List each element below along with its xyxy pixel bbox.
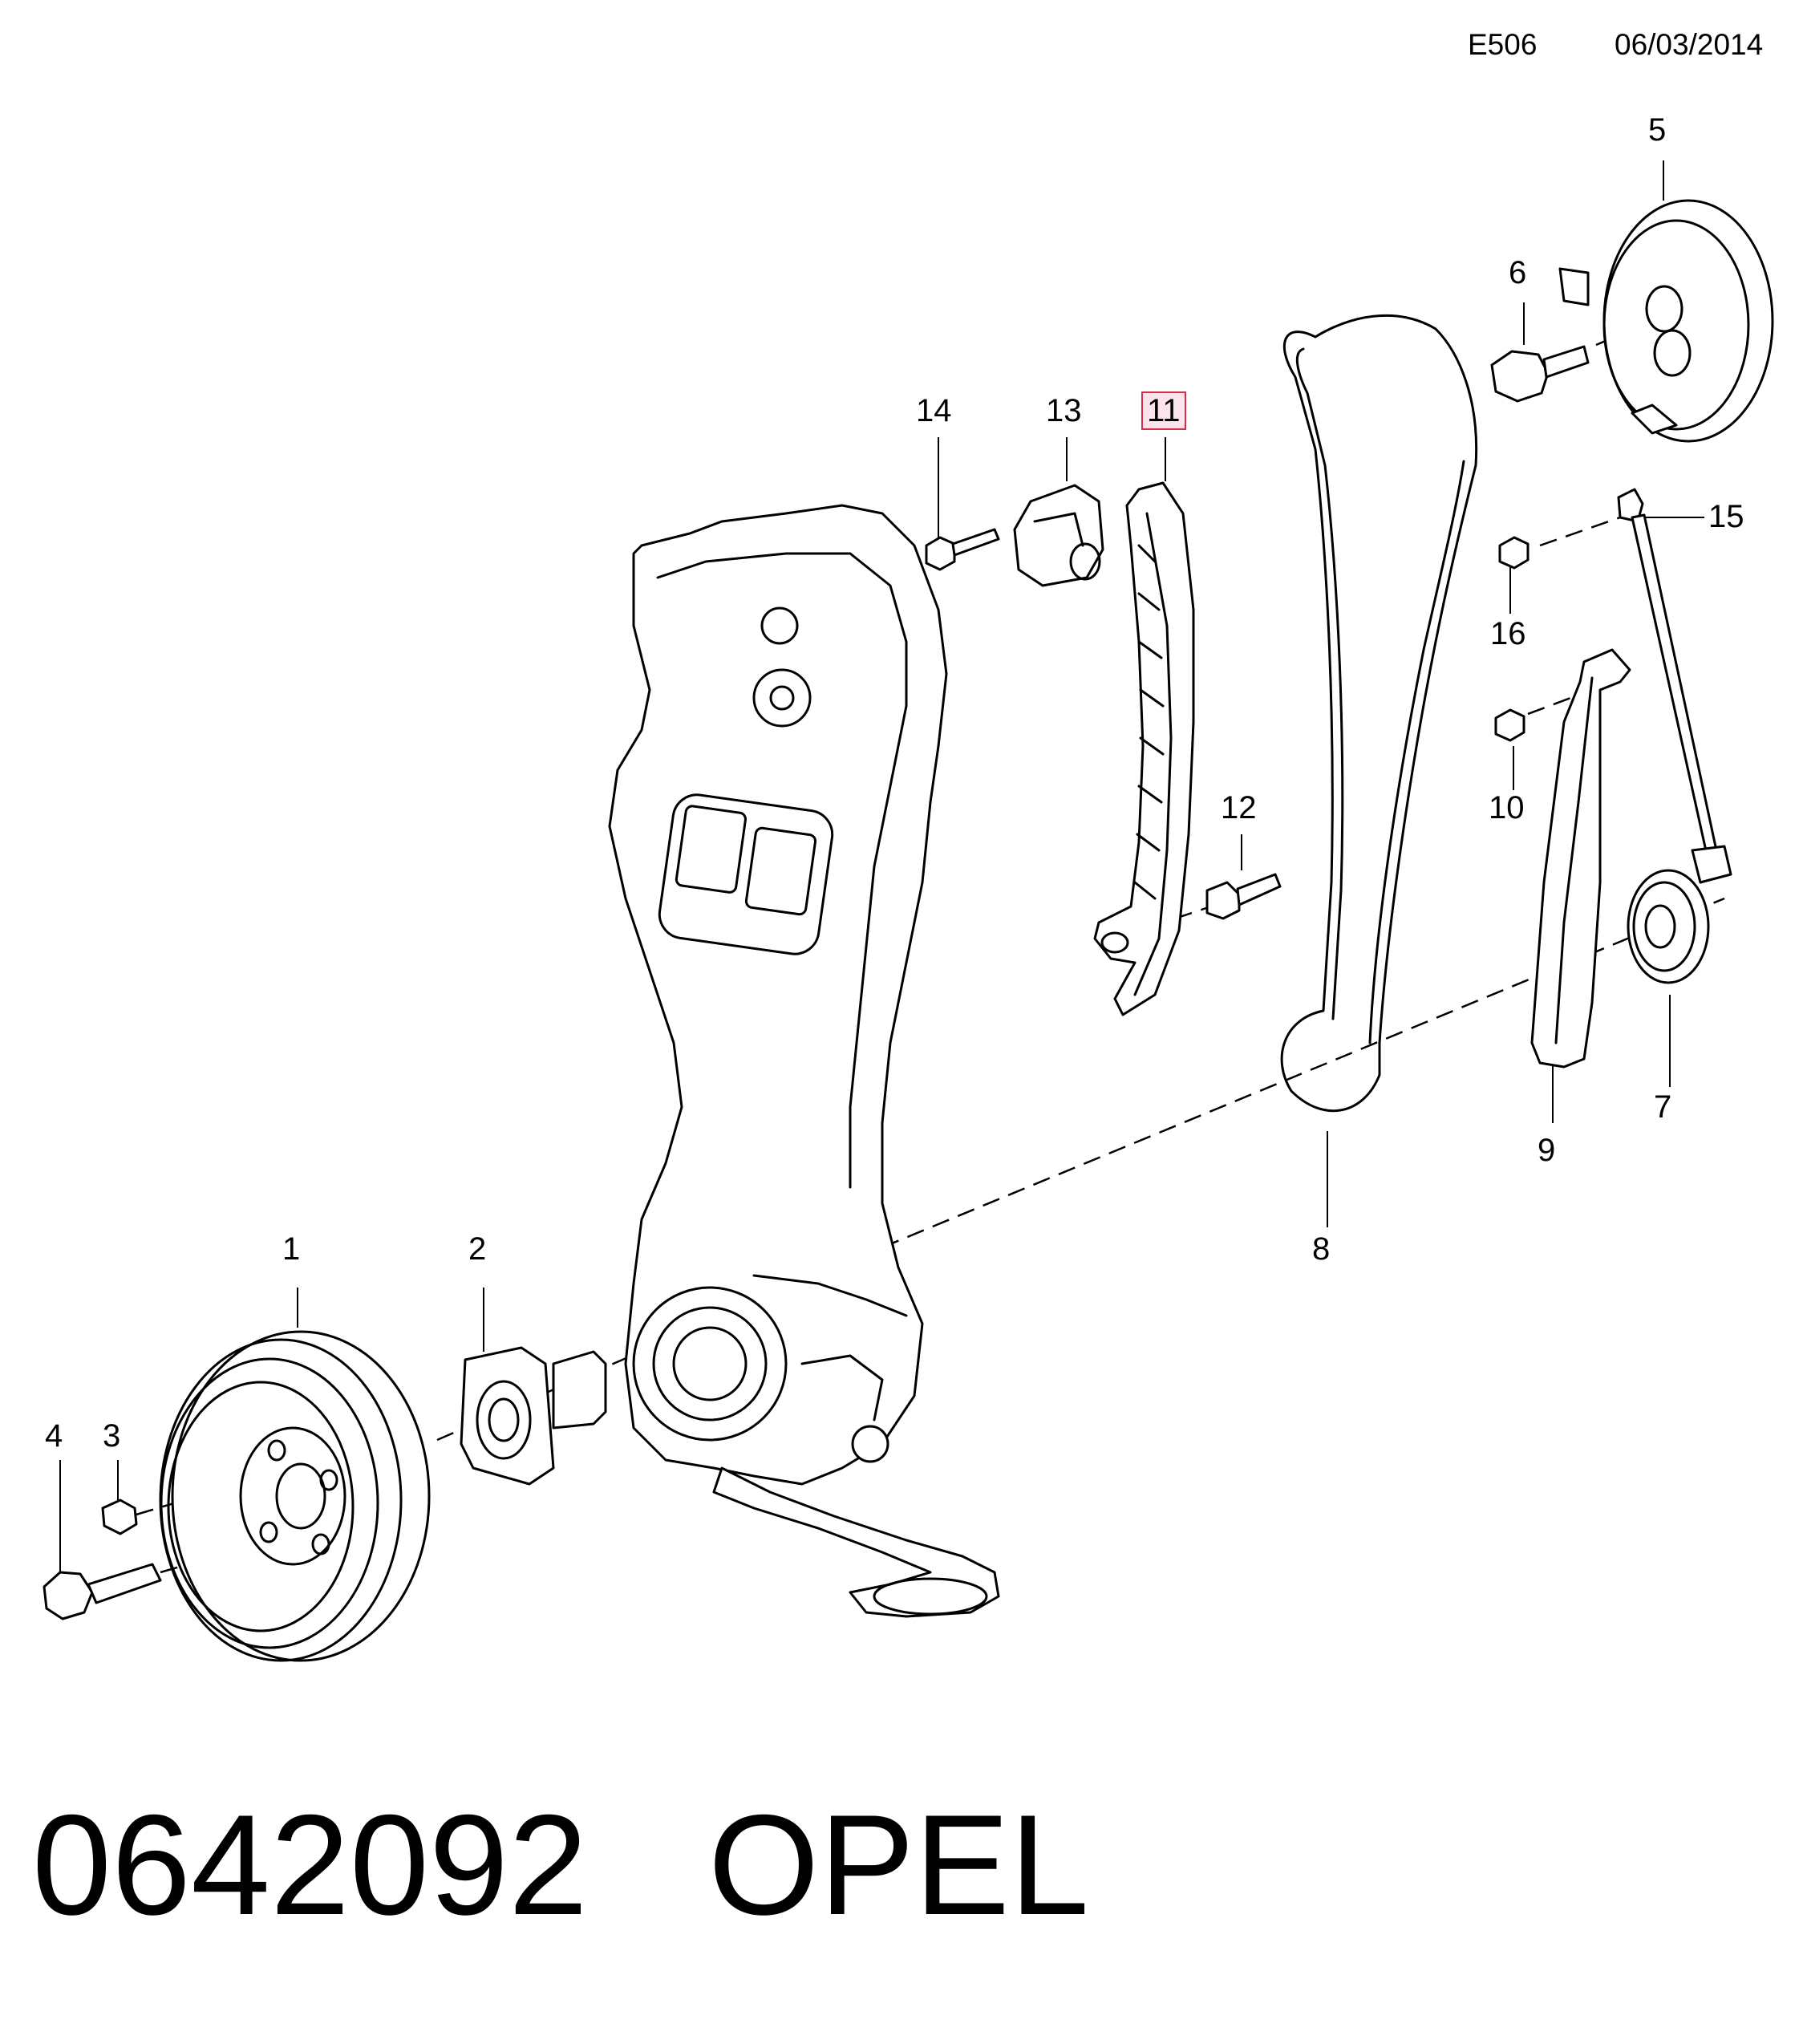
chain-tensioner — [1013, 484, 1104, 587]
footer: 0642092 OPEL — [32, 1785, 1089, 1945]
diagram-date: 06/03/2014 — [1615, 28, 1764, 61]
oil-pickup — [712, 1466, 1000, 1618]
bolt-16 — [1498, 536, 1530, 570]
seal-housing — [460, 1346, 607, 1486]
stud-12 — [1205, 873, 1282, 920]
callout-12[interactable]: 12 — [1221, 790, 1257, 825]
callout-1[interactable]: 1 — [282, 1231, 301, 1267]
part-number: 0642092 — [32, 1785, 588, 1945]
timing-chain — [1280, 314, 1478, 1113]
callout-16[interactable]: 16 — [1490, 616, 1526, 651]
bolt-4 — [43, 1563, 162, 1620]
callout-14[interactable]: 14 — [916, 393, 952, 428]
bolt-3 — [101, 1499, 138, 1535]
callout-2[interactable]: 2 — [468, 1231, 487, 1267]
callout-5[interactable]: 5 — [1648, 112, 1667, 148]
callout-7[interactable]: 7 — [1654, 1089, 1672, 1125]
bolt-14 — [925, 528, 1000, 571]
leader-lines — [59, 160, 1704, 1576]
fixed-guide-rail — [1530, 648, 1631, 1069]
crankshaft-pulley — [159, 1330, 431, 1662]
callout-13[interactable]: 13 — [1046, 393, 1082, 428]
brand-name: OPEL — [707, 1785, 1089, 1945]
callout-3[interactable]: 3 — [103, 1418, 121, 1454]
callout-6[interactable]: 6 — [1509, 255, 1527, 290]
sensor-rod — [1617, 488, 1732, 884]
bolt-16-axis — [1539, 516, 1621, 547]
camshaft-sprocket — [1558, 199, 1774, 443]
callout-8[interactable]: 8 — [1312, 1231, 1331, 1267]
callout-15[interactable]: 15 — [1708, 499, 1744, 534]
callout-4[interactable]: 4 — [45, 1418, 63, 1454]
callout-10[interactable]: 10 — [1489, 790, 1525, 825]
crankshaft-sprocket — [1627, 869, 1710, 984]
crankshaft-axis — [881, 897, 1725, 1249]
callout-9[interactable]: 9 — [1538, 1133, 1556, 1168]
tensioner-guide-rail — [1093, 481, 1195, 1016]
timing-cover — [608, 504, 948, 1486]
callout-11[interactable]: 11 — [1141, 391, 1186, 430]
bolt-10 — [1494, 708, 1525, 742]
diagram-code: E506 — [1468, 28, 1538, 61]
bolt-6 — [1490, 345, 1590, 403]
